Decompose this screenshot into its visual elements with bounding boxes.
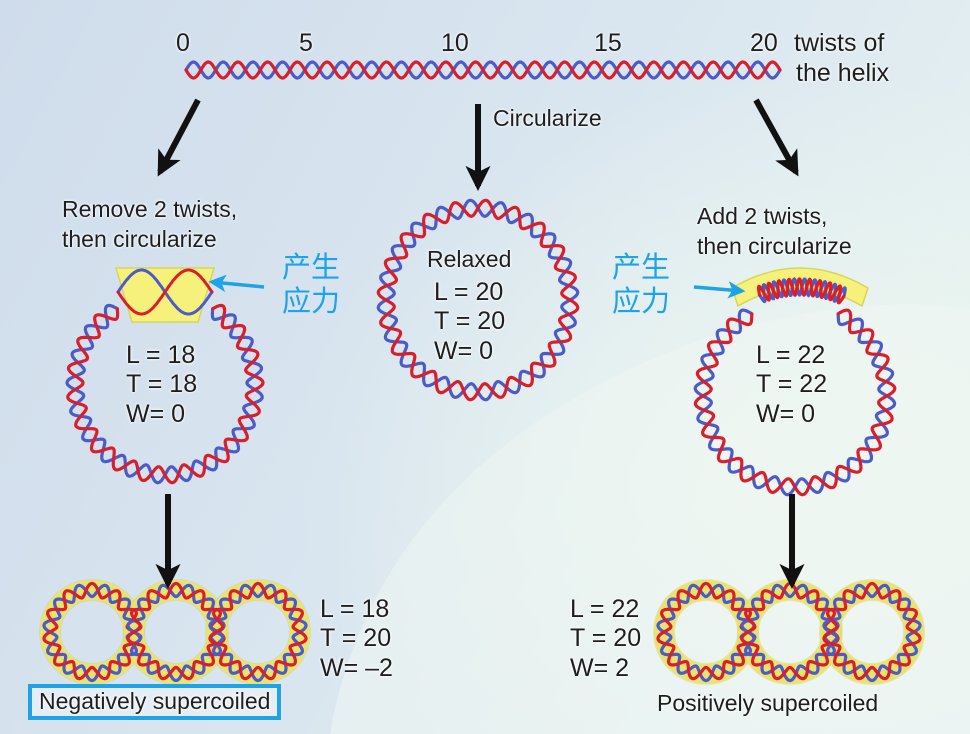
arrow-to-right: [753, 98, 799, 177]
dna-strand-red: [42, 581, 142, 681]
dna-strand-red: [66, 303, 265, 485]
stress-note-line1: 产生: [612, 250, 671, 284]
positive-supercoiled-label: Positively supercoiled: [657, 690, 879, 716]
arrow-to-left: [157, 98, 201, 177]
tick-label: 20: [750, 29, 778, 57]
linking-number: L = 18: [320, 595, 390, 623]
circular-dna-left: [65, 303, 265, 485]
tick-label: 10: [441, 29, 469, 57]
writhe-number: W= 0: [434, 336, 494, 365]
circular-dna-right: [693, 308, 897, 497]
relaxed-caption: Relaxed: [427, 246, 512, 272]
dna-strand-red: [740, 581, 840, 681]
linking-number: L = 18: [126, 341, 196, 369]
dna-strand-red: [656, 581, 756, 681]
stress-note-left: 产生 应力: [282, 250, 340, 318]
dna-strand-red: [126, 581, 226, 681]
dna-strand-red: [184, 60, 782, 80]
stress-note-right: 产生 应力: [612, 250, 670, 318]
tick-label: 15: [594, 29, 622, 57]
scale-unit-line2: the helix: [796, 59, 890, 87]
linking-number: L = 22: [756, 341, 826, 369]
supercoil-negative: [39, 579, 311, 685]
left-caption-line2: then circularize: [62, 226, 217, 252]
stress-note-line1: 产生: [282, 250, 341, 284]
tick-label: 0: [176, 29, 190, 57]
writhe-number: W= –2: [320, 653, 393, 682]
linking-number: L = 22: [570, 595, 640, 623]
twist-number: T = 18: [126, 370, 198, 399]
left-caption-line1: Remove 2 twists,: [62, 196, 238, 222]
writhe-number: W= 0: [126, 399, 186, 428]
twist-number: T = 20: [570, 624, 642, 653]
negative-stats: L = 18 T = 20 W= –2: [320, 595, 393, 683]
twist-number: T = 20: [320, 624, 392, 653]
scale-unit-line1: twists of: [794, 29, 885, 57]
negative-supercoiled-label: Negatively supercoiled: [28, 684, 282, 720]
relaxed-stats: L = 20 T = 20 W= 0: [434, 278, 505, 366]
stress-arrow-right: [693, 281, 746, 299]
right-stats: L = 22 T = 22 W= 0: [756, 341, 827, 429]
tick-label: 5: [299, 29, 313, 57]
highlight-band-right: [731, 267, 869, 308]
dna-strand-red: [822, 581, 922, 681]
dna-strand-red: [208, 581, 308, 681]
step-label-circularize: Circularize: [493, 105, 602, 131]
right-caption-line2: then circularize: [697, 233, 852, 259]
twist-number: T = 20: [434, 307, 506, 336]
writhe-number: W= 2: [570, 653, 630, 682]
circular-dna-relaxed: [376, 198, 580, 402]
dna-strand-red: [376, 198, 580, 402]
dna-strand-red: [693, 308, 897, 497]
linear-dna-helix: [184, 60, 782, 80]
twist-number: T = 22: [756, 370, 828, 399]
unwound-segment: [116, 268, 214, 316]
linking-number: L = 20: [434, 278, 504, 306]
right-caption-line1: Add 2 twists,: [697, 203, 828, 229]
supercoil-positive: [653, 579, 925, 685]
positive-stats: L = 22 T = 20 W= 2: [570, 595, 641, 683]
stress-note-line2: 应力: [282, 284, 341, 319]
dna-strand-red: [756, 277, 846, 305]
left-stats: L = 18 T = 18 W= 0: [126, 341, 197, 429]
background-swoosh: [330, 304, 970, 734]
writhe-number: W= 0: [756, 399, 816, 428]
stress-arrow-left: [208, 274, 265, 293]
stress-note-line2: 应力: [612, 284, 671, 319]
overwound-segment: [756, 276, 847, 305]
dna-strand-red: [116, 268, 214, 316]
